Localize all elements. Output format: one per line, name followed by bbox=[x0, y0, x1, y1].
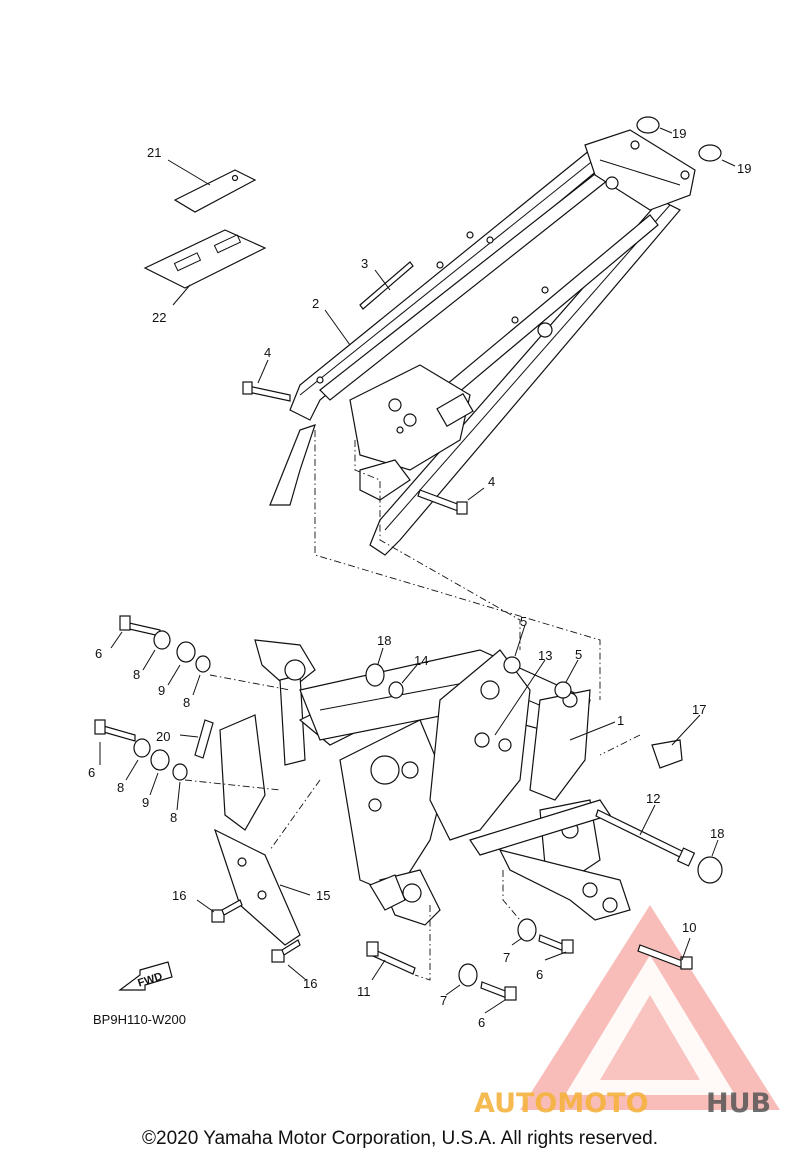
callout-19: 19 bbox=[672, 126, 686, 141]
callout-14: 14 bbox=[414, 653, 428, 668]
callout-17: 17 bbox=[692, 702, 706, 717]
callout-16: 16 bbox=[303, 976, 317, 991]
callout-12: 12 bbox=[646, 791, 660, 806]
callout-7: 7 bbox=[440, 993, 447, 1008]
watermark-triangle-core bbox=[600, 995, 700, 1080]
copyright-notice: ©2020 Yamaha Motor Corporation, U.S.A. A… bbox=[142, 1128, 658, 1149]
callout-19: 19 bbox=[737, 161, 751, 176]
main-frame bbox=[219, 639, 631, 926]
leader-lines bbox=[99, 127, 736, 1014]
callout-9: 9 bbox=[142, 795, 149, 810]
watermark-text-secondary: HUB bbox=[706, 1088, 771, 1119]
callout-7: 7 bbox=[503, 950, 510, 965]
callout-2: 2 bbox=[312, 296, 319, 311]
callout-10: 10 bbox=[682, 920, 696, 935]
callout-9: 9 bbox=[158, 683, 165, 698]
callout-11: 11 bbox=[357, 984, 371, 999]
callout-18: 18 bbox=[710, 826, 724, 841]
callout-8: 8 bbox=[183, 695, 190, 710]
callout-3: 3 bbox=[361, 256, 368, 271]
callout-13: 13 bbox=[538, 648, 552, 663]
callout-8: 8 bbox=[133, 667, 140, 682]
small-parts bbox=[94, 116, 723, 1001]
callout-20: 20 bbox=[156, 729, 170, 744]
watermark-wordmark: AUTOMOTO HUB bbox=[474, 1088, 771, 1119]
callout-6: 6 bbox=[88, 765, 95, 780]
watermark-logo bbox=[520, 905, 780, 1110]
callout-5: 5 bbox=[520, 614, 527, 629]
diagram-code: BP9H110-W200 bbox=[93, 1012, 186, 1027]
callout-1: 1 bbox=[617, 713, 624, 728]
callout-labels: 1 2 3 4 4 5 5 6 6 6 6 7 7 8 8 8 8 9 9 10… bbox=[88, 126, 751, 1030]
callout-5: 5 bbox=[575, 647, 582, 662]
callout-18: 18 bbox=[377, 633, 391, 648]
callout-16: 16 bbox=[172, 888, 186, 903]
callout-21: 21 bbox=[147, 145, 161, 160]
callout-4: 4 bbox=[488, 474, 495, 489]
callout-4: 4 bbox=[264, 345, 271, 360]
callout-8: 8 bbox=[117, 780, 124, 795]
callout-15: 15 bbox=[316, 888, 330, 903]
assembly-lines bbox=[184, 430, 641, 981]
watermark-text-primary: AUTOMOTO bbox=[474, 1088, 649, 1119]
callout-8: 8 bbox=[170, 810, 177, 825]
callout-22: 22 bbox=[152, 310, 166, 325]
callout-6: 6 bbox=[536, 967, 543, 982]
callout-6: 6 bbox=[95, 646, 102, 661]
rear-subframe bbox=[269, 129, 696, 556]
callout-6: 6 bbox=[478, 1015, 485, 1030]
